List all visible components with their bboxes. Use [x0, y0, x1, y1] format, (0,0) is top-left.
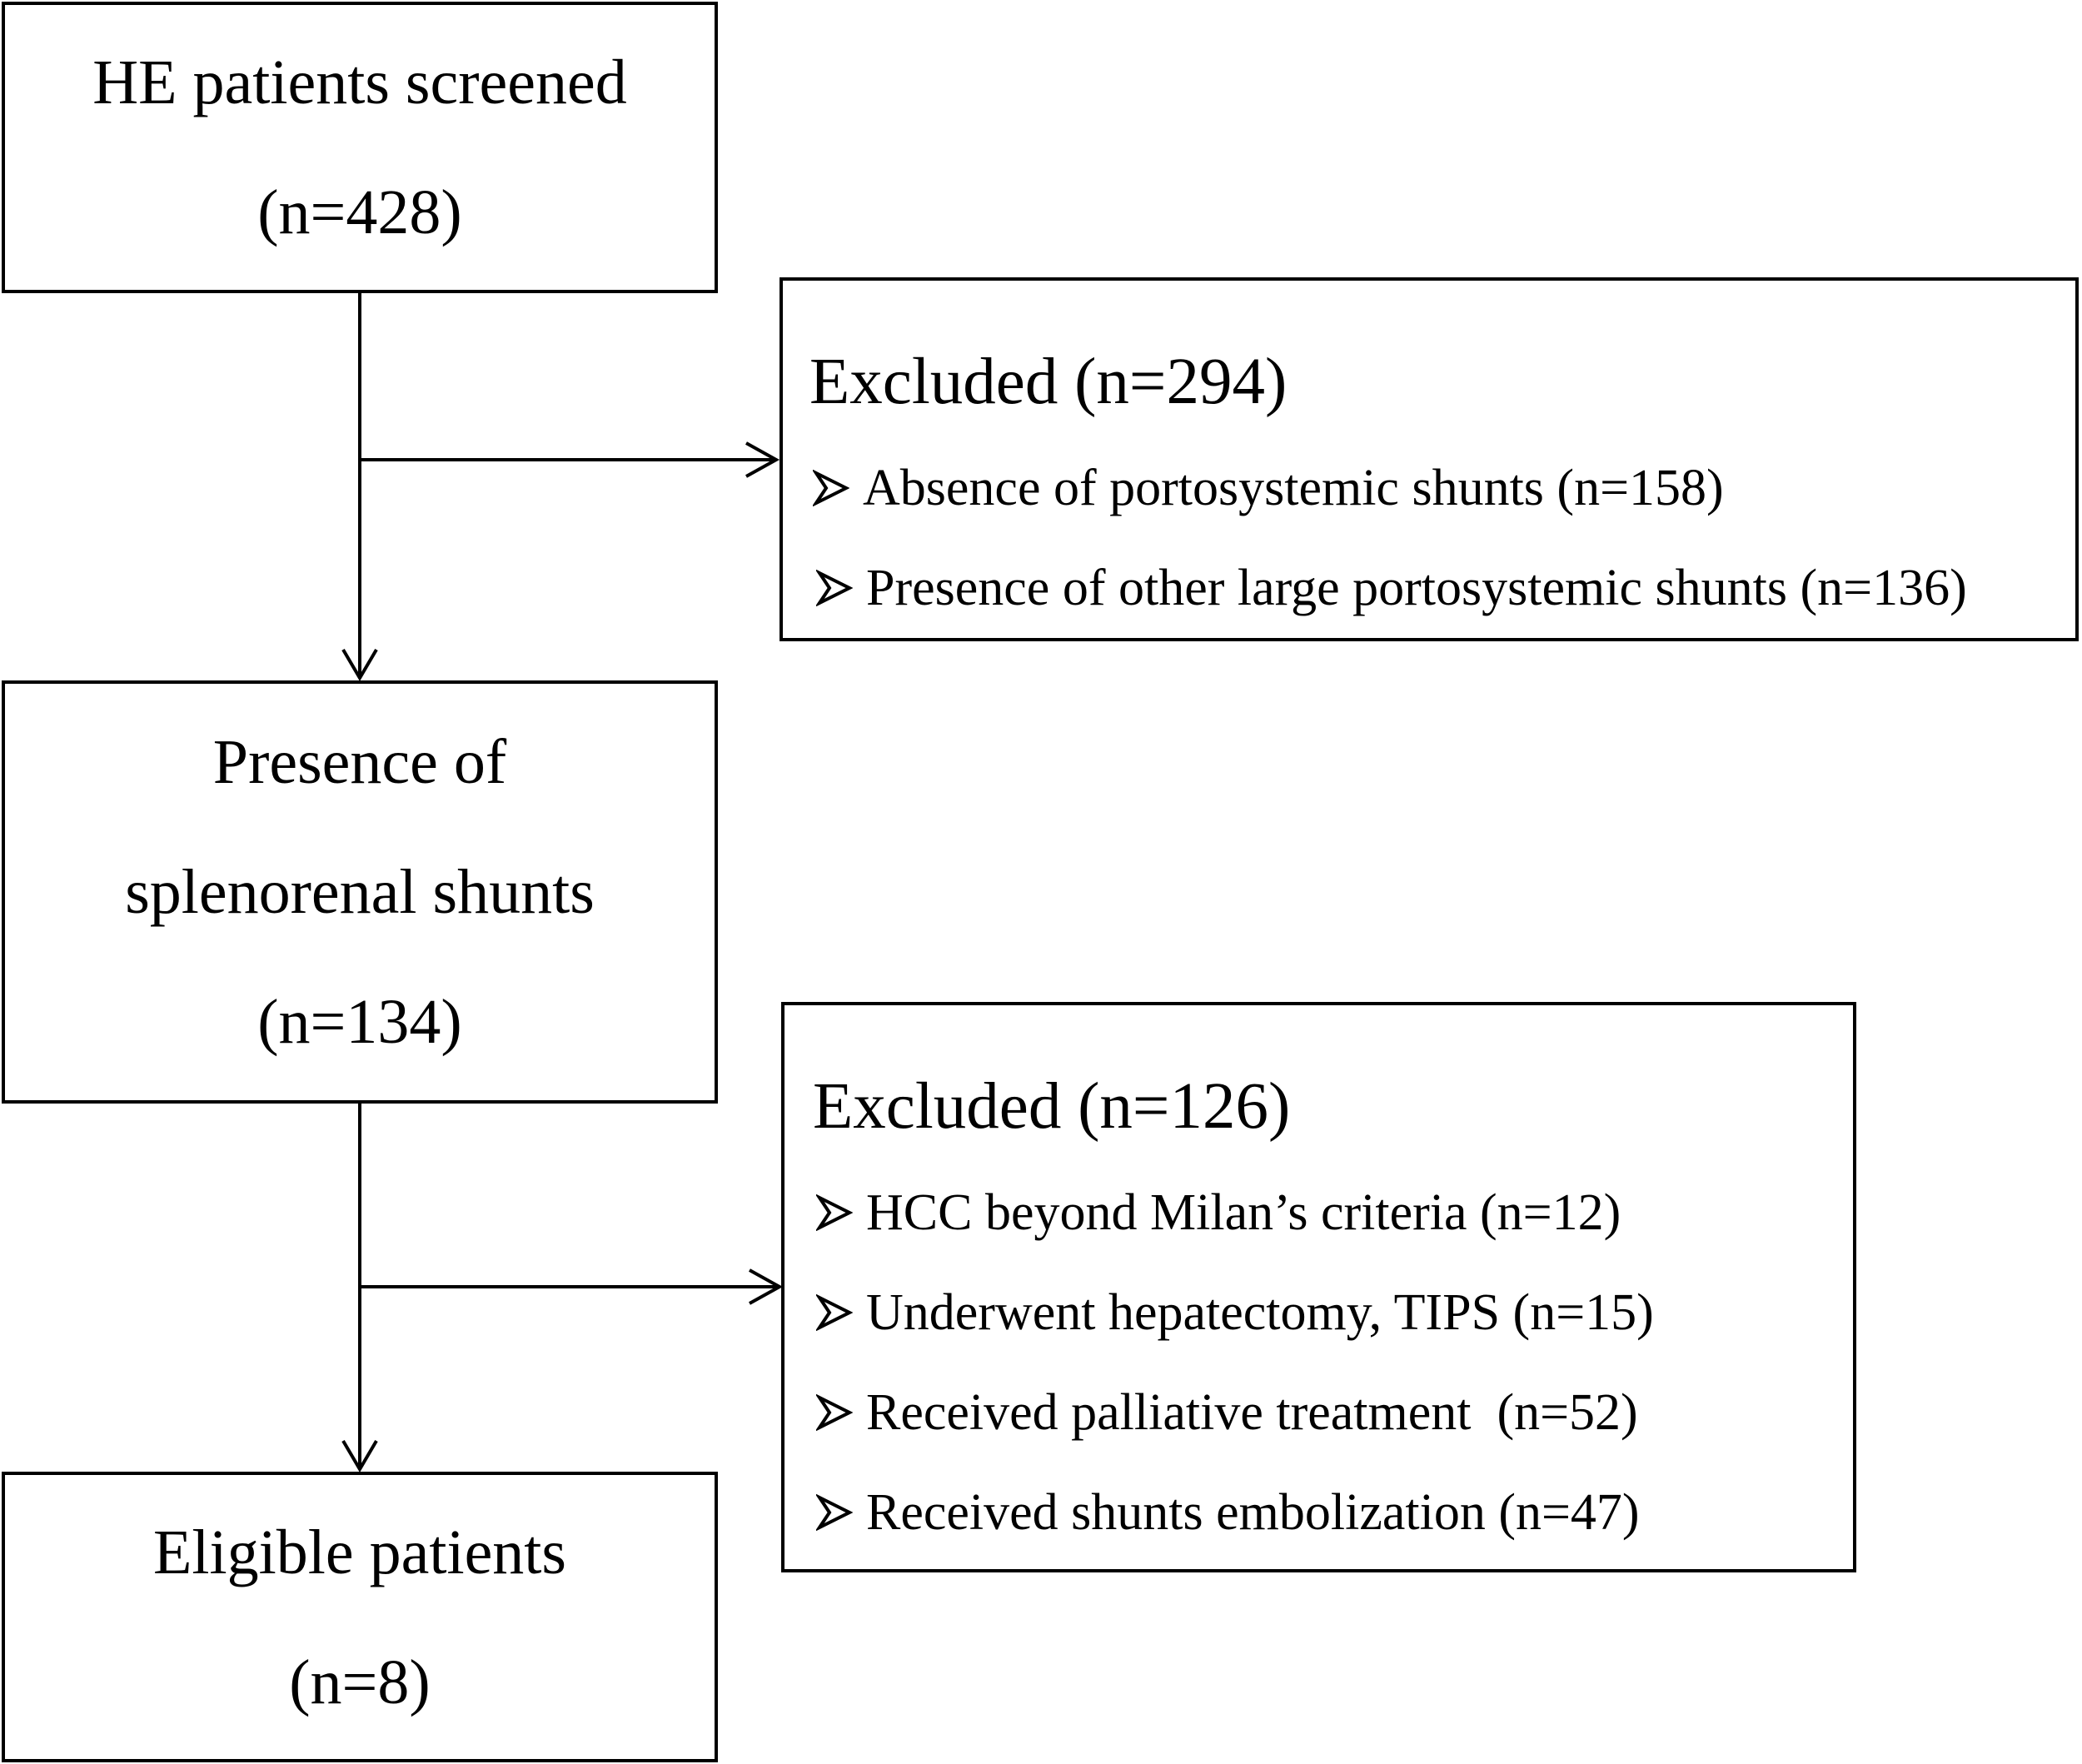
splenorenal-label-line1: Presence of [212, 727, 507, 797]
arrowhead-bullet-icon [816, 1394, 853, 1431]
excluded-2-item-text: Received shunts embolization (n=47) [866, 1484, 1640, 1541]
screened-label: HE patients screened [92, 47, 627, 117]
excluded-1-item-text: Presence of other large portosystemic sh… [866, 560, 1967, 616]
arrowhead-bullet-icon [816, 1494, 853, 1531]
arrowhead-to-eligible [341, 1439, 378, 1472]
arrowhead-bullet-icon [816, 1294, 853, 1331]
excluded-box-1: Excluded (n=294) Absence of portosystemi… [780, 277, 2079, 641]
excluded-2-item: Received shunts embolization (n=47) [816, 1487, 1640, 1538]
splenorenal-box: Presence of splenorenal shunts (n=134) [2, 680, 718, 1104]
excluded-1-item: Absence of portosystemic shunts (n=158) [813, 462, 1724, 514]
arrowhead-bullet-icon [813, 470, 849, 506]
arrowhead-bullet-icon [816, 1194, 853, 1231]
splenorenal-count: (n=134) [257, 987, 462, 1057]
excluded-box-2: Excluded (n=126) HCC beyond Milan’s crit… [781, 1002, 1856, 1572]
screened-count: (n=428) [257, 177, 462, 247]
excluded-2-title: Excluded (n=126) [813, 1070, 1291, 1143]
splenorenal-label-line2: splenorenal shunts [125, 857, 595, 927]
excluded-2-item-text: Underwent hepatectomy, TIPS (n=15) [866, 1284, 1654, 1341]
excluded-1-title: Excluded (n=294) [809, 346, 1288, 418]
eligible-label: Eligible patients [152, 1517, 566, 1587]
excluded-2-item: Underwent hepatectomy, TIPS (n=15) [816, 1287, 1654, 1338]
excluded-1-item: Presence of other large portosystemic sh… [816, 562, 1967, 614]
excluded-2-item-text: HCC beyond Milan’s criteria (n=12) [866, 1184, 1621, 1241]
screened-box: HE patients screened (n=428) [2, 2, 718, 293]
eligible-count: (n=8) [289, 1647, 431, 1717]
arrowhead-to-excluded2 [749, 1268, 784, 1305]
excluded-2-item: HCC beyond Milan’s criteria (n=12) [816, 1187, 1621, 1238]
excluded-1-item-text: Absence of portosystemic shunts (n=158) [863, 460, 1724, 516]
arrowhead-bullet-icon [816, 570, 853, 606]
excluded-2-item-text: Received palliative treatment (n=52) [866, 1384, 1638, 1441]
arrowhead-to-splenorenal [341, 648, 378, 681]
eligible-box: Eligible patients (n=8) [2, 1472, 718, 1762]
excluded-2-item: Received palliative treatment (n=52) [816, 1387, 1638, 1438]
arrowhead-to-excluded1 [745, 441, 780, 478]
